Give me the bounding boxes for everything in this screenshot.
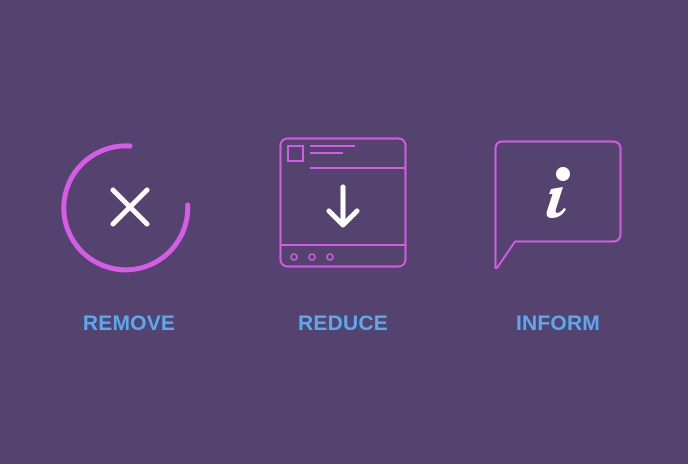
remove-label: REMOVE [82,312,176,335]
remove-option: REMOVE [29,0,229,464]
info-speech-bubble-icon [494,140,622,269]
inform-label: INFORM [515,312,601,335]
inform-option: INFORM [458,0,658,464]
browser-download-icon [279,137,407,268]
reduce-option: REDUCE [243,0,443,464]
reduce-label: REDUCE [298,312,388,335]
close-circle-icon [61,143,191,273]
